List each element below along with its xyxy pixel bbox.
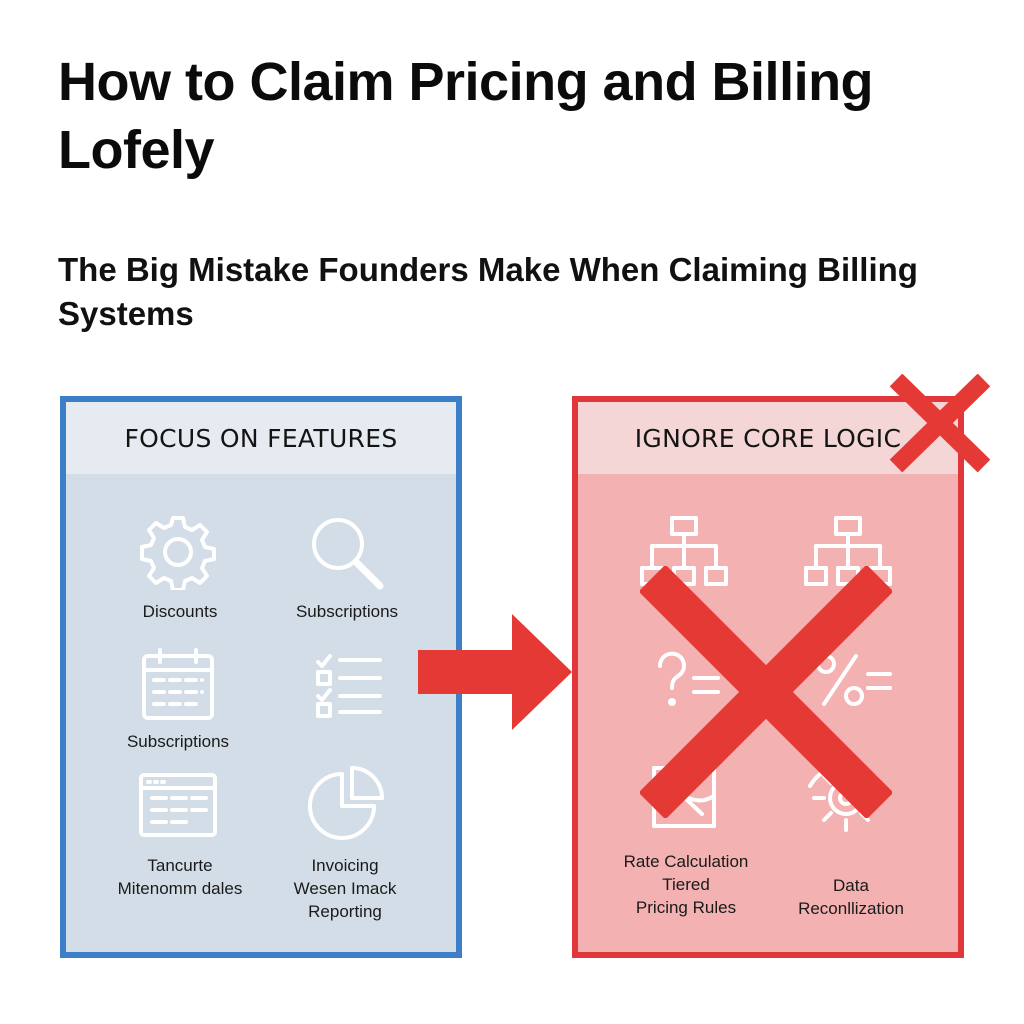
feature-label-subscriptions: Subscriptions bbox=[282, 600, 412, 623]
big-cross-icon bbox=[640, 566, 892, 818]
left-panel-header: FOCUS ON FEATURES bbox=[66, 402, 456, 474]
feature-label-invoicing: Invoicing Wesen Imack Reporting bbox=[268, 854, 422, 923]
calendar-icon bbox=[140, 648, 216, 722]
browser-grid-icon bbox=[138, 772, 218, 838]
feature-label-discounts: Discounts bbox=[120, 600, 240, 623]
logic-label-rate-line3: Pricing Rules bbox=[606, 896, 766, 919]
feature-label-tancurte-line1: Tancurte bbox=[100, 854, 260, 877]
logic-label-rate-line2: Tiered bbox=[606, 873, 766, 896]
corner-cross-icon bbox=[888, 374, 992, 472]
logic-label-data-line1: Data bbox=[776, 874, 926, 897]
feature-label-tancurte-line2: Mitenomm dales bbox=[100, 877, 260, 900]
logic-label-data-line2: Reconllization bbox=[776, 897, 926, 920]
checklist-icon bbox=[314, 652, 384, 718]
page-title: How to Claim Pricing and Billing Lofely bbox=[58, 48, 958, 184]
arrow-right-icon bbox=[418, 612, 574, 732]
pie-chart-icon bbox=[308, 766, 388, 840]
feature-label-invoicing-line2: Wesen Imack bbox=[268, 877, 422, 900]
logic-label-rate-line1: Rate Calculation bbox=[606, 850, 766, 873]
feature-label-subscriptions-2: Subscriptions bbox=[113, 730, 243, 753]
magnifier-icon bbox=[308, 514, 388, 590]
logic-label-rate-calculation: Rate Calculation Tiered Pricing Rules bbox=[606, 850, 766, 919]
page-subtitle: The Big Mistake Founders Make When Claim… bbox=[58, 248, 1008, 336]
feature-label-invoicing-line1: Invoicing bbox=[268, 854, 422, 877]
logic-label-data-reconciliation: Data Reconllization bbox=[776, 874, 926, 920]
feature-label-invoicing-line3: Reporting bbox=[268, 900, 422, 923]
feature-label-tancurte: Tancurte Mitenomm dales bbox=[100, 854, 260, 900]
gear-icon bbox=[140, 514, 216, 590]
